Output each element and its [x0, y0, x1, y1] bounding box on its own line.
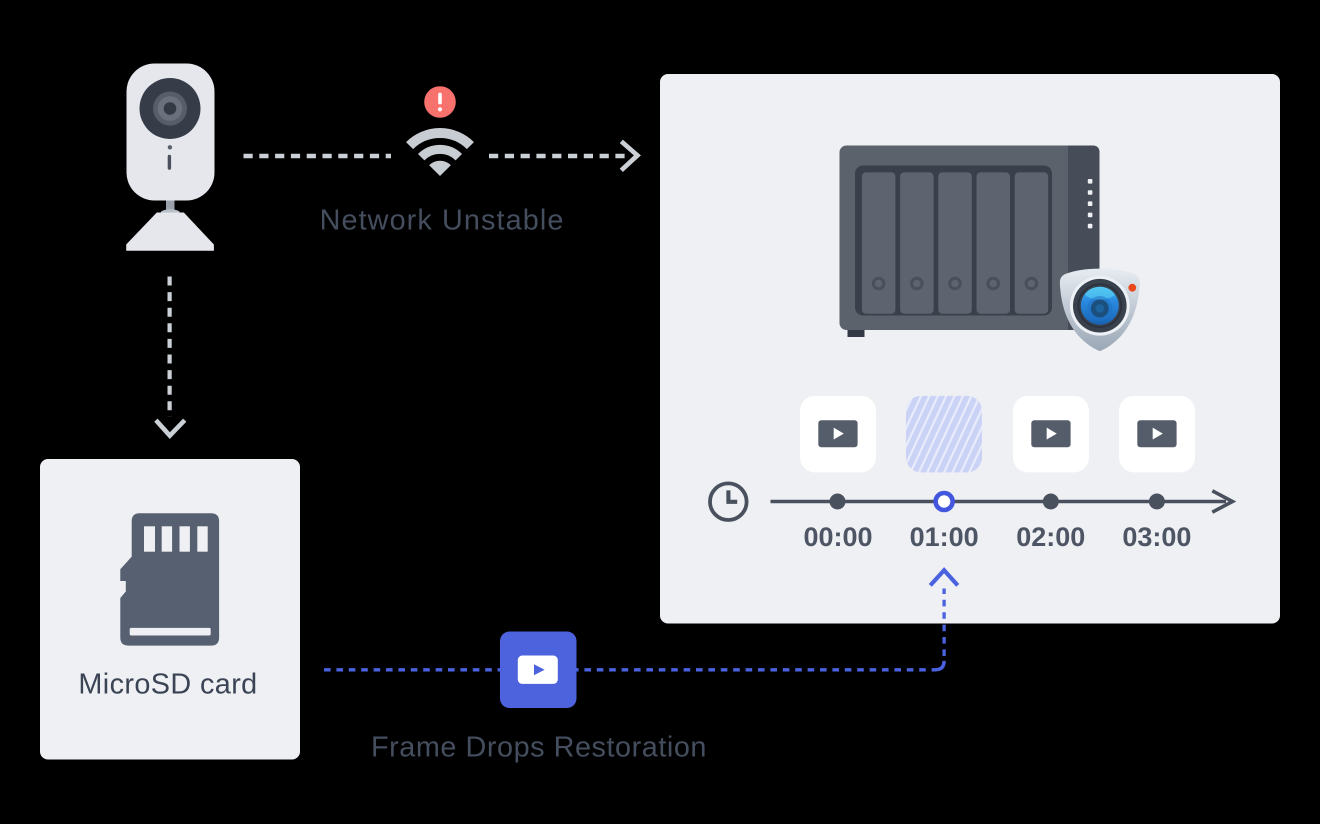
svg-text:01:00: 01:00: [910, 522, 979, 552]
svg-text:MicroSD card: MicroSD card: [78, 669, 257, 701]
svg-text:03:00: 03:00: [1122, 522, 1191, 552]
svg-text:Network Unstable: Network Unstable: [320, 205, 565, 237]
svg-text:00:00: 00:00: [803, 522, 872, 552]
svg-text:Frame Drops Restoration: Frame Drops Restoration: [371, 732, 707, 764]
svg-text:02:00: 02:00: [1016, 522, 1085, 552]
